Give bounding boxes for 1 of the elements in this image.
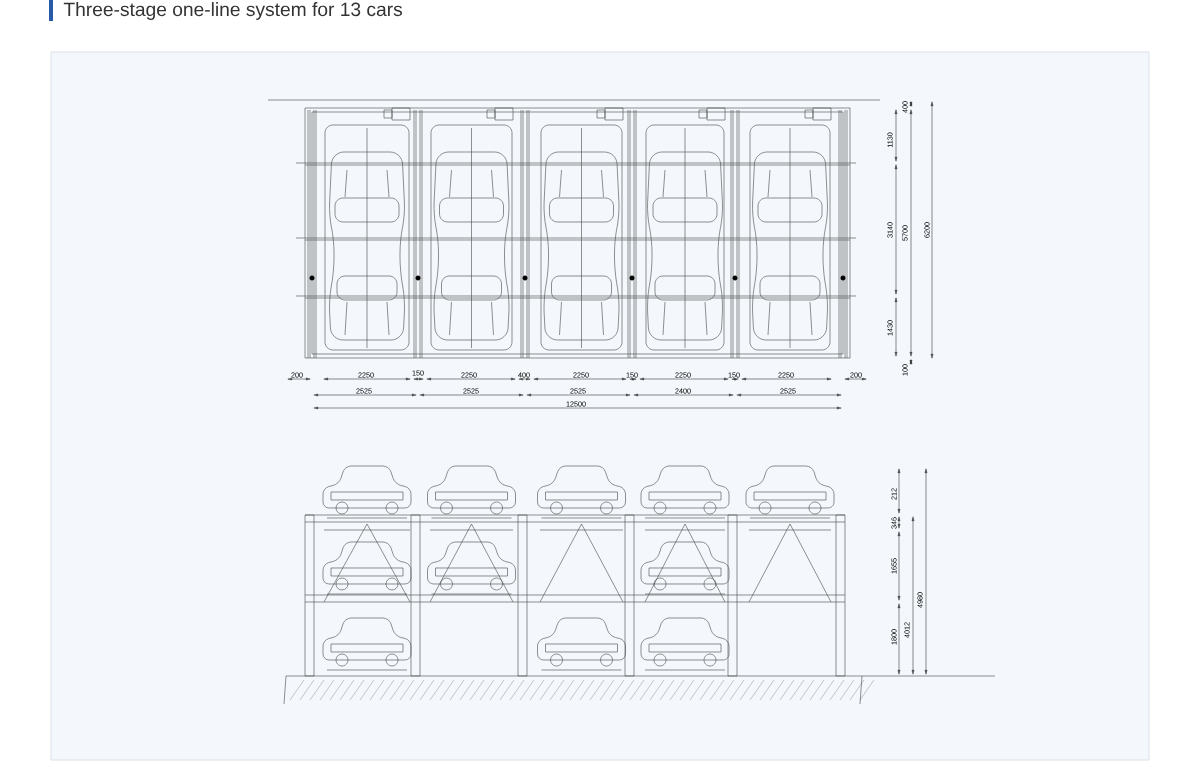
title: Three-stage one-line system for 13 cars	[63, 2, 402, 20]
